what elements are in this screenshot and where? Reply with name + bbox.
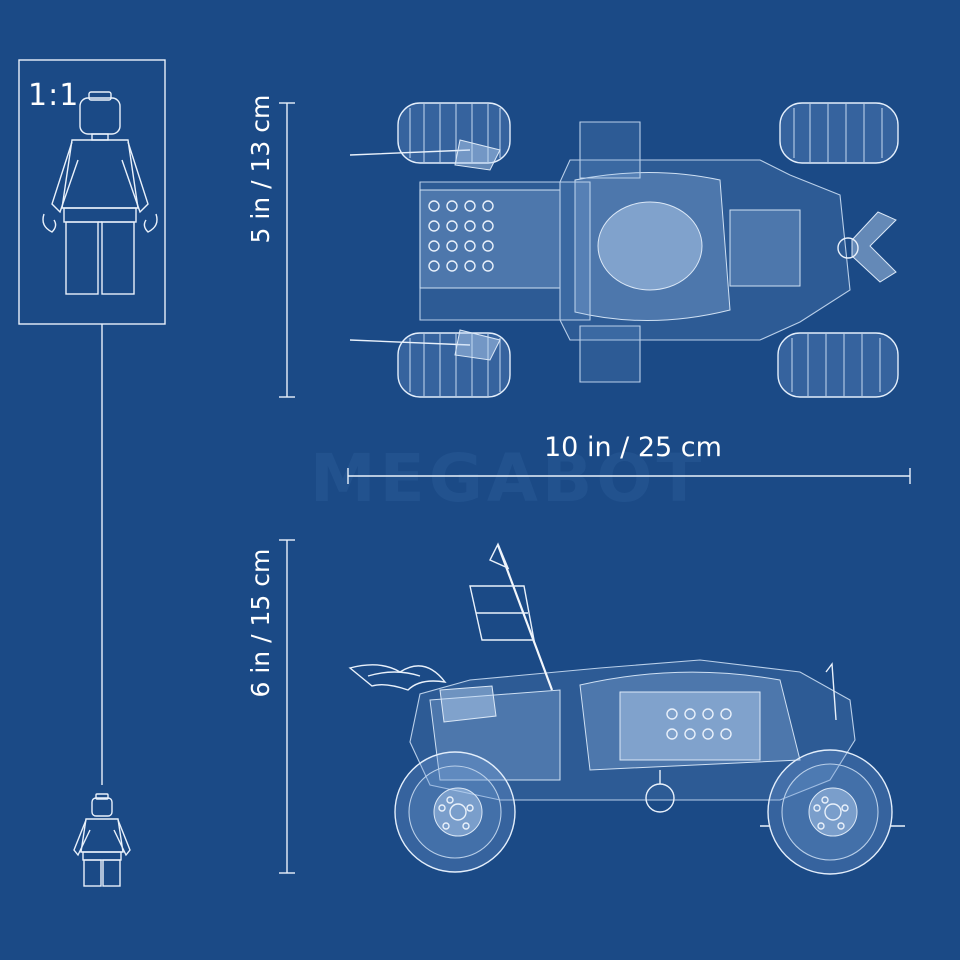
scale-label: 1:1 xyxy=(28,78,80,113)
wheel-side-rear xyxy=(760,749,905,875)
height-dimension-label: 6 in / 15 cm xyxy=(246,549,275,698)
wheel-top-rear-left xyxy=(779,102,899,164)
height-dimension-line xyxy=(279,539,295,874)
width-dimension-line xyxy=(347,468,911,484)
height-dimension-text: 6 in / 15 cm xyxy=(246,548,275,698)
width-dimension-label: 10 in / 25 cm xyxy=(544,432,722,463)
scale-box xyxy=(18,59,166,325)
wheel-top-front-left xyxy=(397,102,511,164)
depth-dimension-line xyxy=(279,102,295,398)
vehicle-top-view xyxy=(349,102,899,398)
depth-dimension-text: 5 in / 13 cm xyxy=(246,94,275,244)
wheel-top-front-right xyxy=(397,332,511,398)
minifigure-small xyxy=(73,793,131,887)
minifigure-large xyxy=(42,91,158,295)
depth-dimension-label: 5 in / 13 cm xyxy=(246,95,275,244)
watermark: MEGABOT xyxy=(310,440,706,517)
vehicle-side-view xyxy=(348,542,905,875)
wheel-side-front xyxy=(394,751,516,873)
wheel-top-rear-right xyxy=(777,332,899,398)
